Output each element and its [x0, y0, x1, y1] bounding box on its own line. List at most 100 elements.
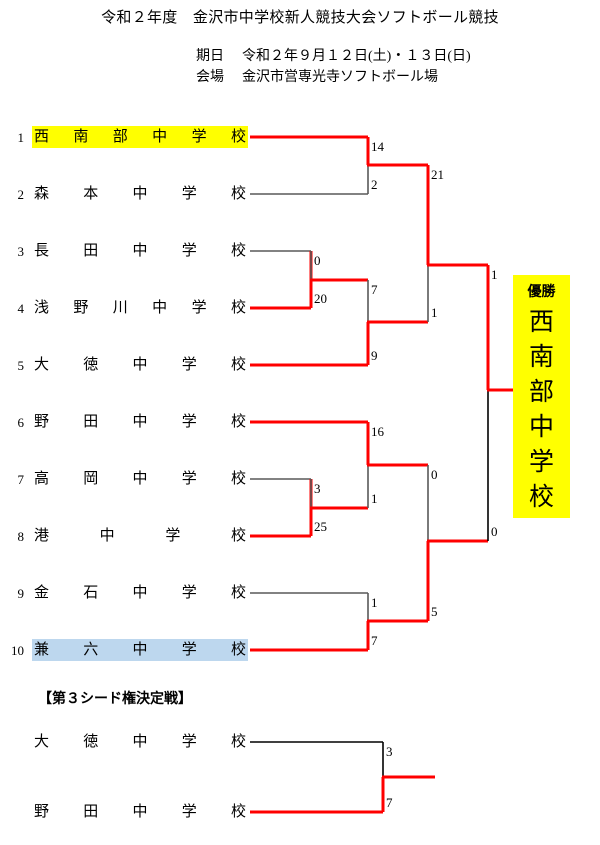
seed-number: 7: [17, 472, 25, 487]
team-row[interactable]: 長 田 中 学 校: [32, 240, 248, 262]
team-row[interactable]: 大 徳 中 学 校: [32, 354, 248, 376]
team-name-char: 中: [132, 414, 148, 430]
team-row[interactable]: 高 岡 中 学 校: [32, 468, 248, 490]
playoff-section-title: 【第３シード権決定戦】: [38, 690, 192, 706]
team-name-char: 浅: [34, 300, 50, 316]
seed-number: 3: [17, 244, 25, 259]
team-row[interactable]: 金 石 中 学 校: [32, 582, 248, 604]
team-row[interactable]: 兼 六 中 学 校: [32, 639, 248, 661]
champion-name-char: 中: [528, 414, 554, 441]
team-name-char: 長: [34, 243, 50, 259]
team-name-char: 中: [132, 585, 148, 601]
team-name-char: 校: [230, 129, 246, 145]
team-name-char: 中: [132, 642, 148, 658]
team-name-char: 大: [34, 357, 50, 373]
team-name-char: 学: [181, 357, 197, 373]
event-date-label: 期日: [196, 49, 224, 64]
team-name-char: 中: [152, 300, 168, 316]
score-label: 0: [491, 524, 498, 539]
champion-name: 西 南 部 中 学 校: [513, 305, 570, 515]
score-label: 1: [491, 267, 498, 282]
playoff-team-char: 校: [230, 804, 246, 820]
team-name-char: 学: [181, 642, 197, 658]
seed-number: 5: [17, 358, 25, 373]
team-name-char: 校: [230, 357, 246, 373]
team-name-char: 中: [132, 243, 148, 259]
champion-name-char: 校: [528, 484, 554, 511]
team-name-char: 中: [99, 528, 115, 544]
team-row[interactable]: 港 中 学 校: [32, 525, 248, 547]
team-name-char: 学: [191, 300, 207, 316]
team-name-char: 西: [34, 129, 50, 145]
event-date-row: 期日 令和２年９月１２日(土)・１３日(日): [196, 46, 471, 67]
event-date-value: 令和２年９月１２日(土)・１３日(日): [242, 49, 471, 64]
team-row[interactable]: 野 田 中 学 校: [32, 411, 248, 433]
team-name-char: 部: [112, 129, 128, 145]
champion-name-char: 南: [528, 344, 554, 371]
playoff-team-char: 校: [230, 734, 246, 750]
event-venue-value: 金沢市営専光寺ソフトボール場: [242, 70, 438, 85]
score-label: 21: [431, 167, 444, 182]
seed-number: 9: [17, 586, 25, 601]
team-name-char: 校: [230, 186, 246, 202]
score-label: 7: [371, 633, 378, 648]
score-label: 25: [314, 519, 327, 534]
event-meta: 期日 令和２年９月１２日(土)・１３日(日) 会場 金沢市営専光寺ソフトボール場: [196, 46, 471, 88]
team-name-char: 岡: [83, 471, 99, 487]
team-name-char: 石: [83, 585, 99, 601]
team-name-char: 校: [230, 414, 246, 430]
event-venue-row: 会場 金沢市営専光寺ソフトボール場: [196, 67, 471, 88]
playoff-team-char: 田: [83, 804, 99, 820]
score-label: 7: [386, 795, 393, 810]
team-row[interactable]: 浅 野 川 中 学 校: [32, 297, 248, 319]
seed-number: 4: [17, 301, 25, 316]
score-label: 2: [371, 177, 378, 192]
team-name-char: 野: [34, 414, 50, 430]
team-name-char: 田: [83, 414, 99, 430]
playoff-team-row[interactable]: 野 田 中 学 校: [32, 801, 248, 823]
team-name-char: 南: [73, 129, 89, 145]
playoff-team-char: 野: [34, 804, 50, 820]
team-name-char: 中: [152, 129, 168, 145]
team-name-char: 港: [34, 528, 50, 544]
playoff-team-char: 大: [34, 734, 50, 750]
team-name-char: 金: [34, 585, 50, 601]
score-label: 0: [314, 253, 321, 268]
seed-number: 1: [17, 130, 25, 145]
playoff-team-char: 中: [132, 734, 148, 750]
seed-number: 2: [17, 187, 25, 202]
team-name-char: 学: [181, 471, 197, 487]
team-name-char: 学: [191, 129, 207, 145]
team-name-char: 校: [230, 243, 246, 259]
champion-label: 優勝: [527, 283, 556, 299]
team-name-char: 校: [230, 585, 246, 601]
playoff-team-char: 徳: [83, 734, 99, 750]
team-name-char: 校: [230, 300, 246, 316]
team-name-char: 中: [132, 357, 148, 373]
score-label: 5: [431, 604, 438, 619]
champion-name-char: 西: [528, 309, 554, 336]
team-row[interactable]: 森 本 中 学 校: [32, 183, 248, 205]
score-label: 14: [371, 139, 384, 154]
seed-number: 6: [17, 415, 25, 430]
page-title: 令和２年度 金沢市中学校新人競技大会ソフトボール競技: [101, 10, 499, 26]
playoff-team-char: 学: [181, 734, 197, 750]
champion-box: 優勝 西 南 部 中 学 校: [513, 275, 570, 518]
score-label: 16: [371, 424, 384, 439]
score-label: 9: [371, 348, 378, 363]
score-label: 1: [431, 305, 438, 320]
team-name-char: 川: [112, 300, 128, 316]
event-venue-label: 会場: [196, 70, 224, 85]
playoff-team-char: 学: [181, 804, 197, 820]
team-row[interactable]: 西 南 部 中 学 校: [32, 126, 248, 148]
score-label: 1: [371, 595, 378, 610]
playoff-team-row[interactable]: 大 徳 中 学 校: [32, 731, 248, 753]
team-name-char: 中: [132, 186, 148, 202]
team-name-char: 学: [165, 528, 181, 544]
team-name-char: 本: [83, 186, 99, 202]
team-name-char: 中: [132, 471, 148, 487]
team-name-char: 徳: [83, 357, 99, 373]
team-name-char: 田: [83, 243, 99, 259]
team-name-char: 学: [181, 585, 197, 601]
